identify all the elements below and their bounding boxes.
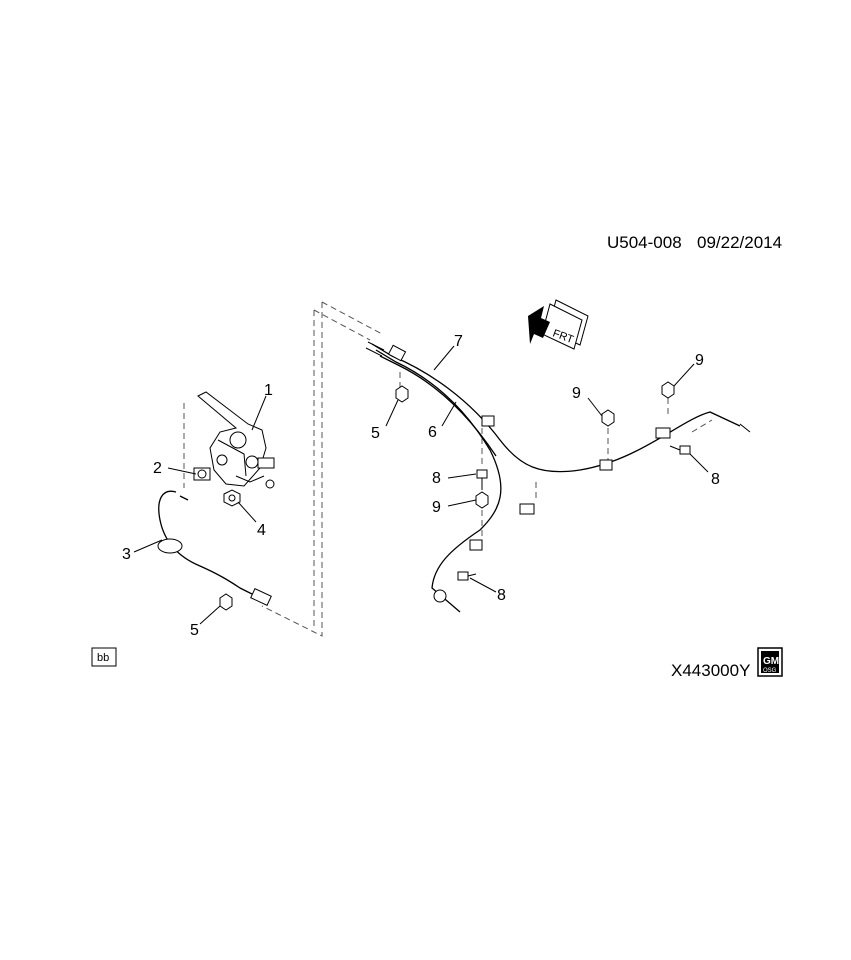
drawing-date: 09/22/2014 [697,233,782,252]
callout-5-upper: 5 [371,425,380,442]
bolt-8-lower [457,571,477,581]
bb-badge-label: bb [97,652,109,664]
cable-retainer-clip [193,467,211,481]
callout-9-middle: 9 [572,385,581,402]
drawing-id: U504-008 [607,233,682,252]
front-park-brake-cable [157,490,272,606]
cable-nut-lower [219,593,233,611]
callout-2: 2 [153,460,162,477]
bb-badge: bb [91,647,117,667]
bolt-9-right [661,381,675,399]
callout-leaders [133,345,709,625]
callout-7: 7 [454,333,463,350]
bolt-9-middle [601,409,615,427]
svg-text:GM: GM [763,656,779,667]
gm-logo: GM OSG [757,647,783,677]
illustration-id: X443000Y [671,661,750,680]
svg-text:OSG: OSG [763,668,777,674]
front-direction-arrow: FRT [528,299,589,350]
callout-6: 6 [428,424,437,441]
callout-8-lower: 8 [497,587,506,604]
callout-3: 3 [122,546,131,563]
callout-9-center: 9 [432,499,441,516]
rear-park-brake-cables [365,341,751,613]
cable-nut-upper [395,385,409,403]
lever-nut [223,489,241,507]
callout-1: 1 [264,382,273,399]
callout-8-right: 8 [711,471,720,488]
bolt-8-right [669,445,691,455]
callout-4: 4 [257,522,266,539]
bolt-8-center [476,469,488,490]
callout-8-center: 8 [432,470,441,487]
dashed-reference-lines [183,301,713,637]
callout-5-lower: 5 [190,622,199,639]
bolt-9-center [475,491,489,509]
callout-9-right: 9 [695,352,704,369]
park-brake-lever-assembly [197,391,275,489]
